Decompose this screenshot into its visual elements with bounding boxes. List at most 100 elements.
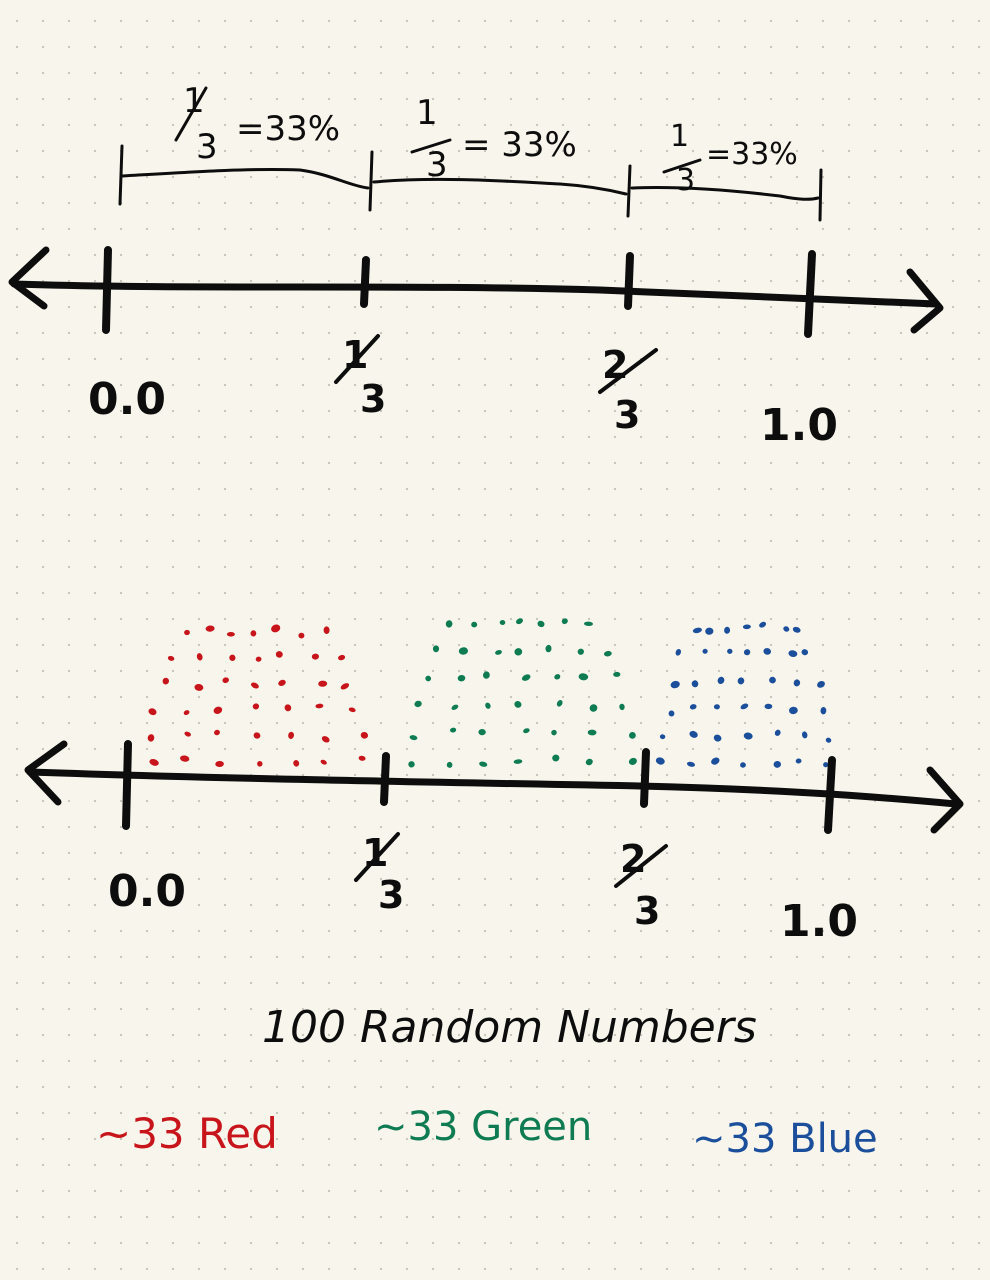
random-number-dot <box>577 648 584 655</box>
random-number-dot <box>315 703 324 709</box>
random-number-dot <box>495 649 502 655</box>
random-number-dot <box>213 706 223 714</box>
random-number-dot <box>271 624 281 633</box>
random-number-dot <box>478 728 486 736</box>
top-number-line-diagram: 1 3 =33% 1 3 = 33% 1 3 = <box>8 81 944 451</box>
random-number-dot <box>659 734 666 740</box>
tick-label-2-3: 2 3 <box>598 343 658 437</box>
right-arrowhead-icon <box>906 268 944 334</box>
random-number-dot <box>323 626 330 634</box>
random-number-dot <box>737 677 745 685</box>
tick-fraction-denominator: 3 <box>378 873 404 917</box>
random-number-dot <box>162 677 170 685</box>
fraction-slash <box>174 86 208 142</box>
fraction-bar <box>662 158 702 174</box>
top-bracket-segment-3: 1 3 =33% <box>626 119 823 222</box>
random-number-dot <box>451 704 459 711</box>
random-number-dot <box>229 654 236 661</box>
segment-fraction-denominator: 3 <box>676 163 695 198</box>
random-number-dot <box>446 761 453 768</box>
color-legend: ~33 Red ~33 Green ~33 Blue <box>96 1104 878 1162</box>
random-number-dot <box>458 647 468 655</box>
random-number-dot <box>149 758 159 766</box>
random-number-dot <box>471 621 478 628</box>
segment-label: 1 3 =33% <box>174 81 340 167</box>
random-number-dot <box>773 760 781 768</box>
red-dot-cluster <box>147 624 369 768</box>
tick-mark-1-3 <box>380 752 390 806</box>
tick-mark-1 <box>804 250 816 338</box>
tick-label-1-3: 1 3 <box>354 831 404 917</box>
tick-fraction-denominator: 3 <box>614 393 640 437</box>
tick-label-1-3: 1 3 <box>334 333 386 421</box>
random-number-dot <box>521 674 531 681</box>
random-number-dot <box>740 762 746 768</box>
right-arrowhead-icon <box>926 766 964 834</box>
random-number-dot <box>360 731 369 739</box>
tick-label-0: 0.0 <box>108 866 186 917</box>
tick-fraction-denominator: 3 <box>360 377 386 421</box>
random-number-dot <box>675 649 682 656</box>
tick-label-0: 0.0 <box>88 374 166 425</box>
legend-blue-count: ~33 Blue <box>692 1116 878 1162</box>
random-number-dot <box>820 707 827 715</box>
random-number-dot <box>515 618 524 625</box>
random-number-dot <box>763 648 771 655</box>
random-number-dot <box>578 673 589 681</box>
random-number-dot <box>585 758 593 766</box>
tick-mark-1-3 <box>360 256 370 308</box>
segment-fraction-numerator: 1 <box>670 119 689 154</box>
tick-mark-0 <box>122 740 132 830</box>
random-number-dot <box>450 727 457 733</box>
random-number-dot <box>318 680 328 687</box>
random-number-dot <box>589 704 598 712</box>
random-number-dot <box>194 683 204 691</box>
random-number-dot <box>759 621 767 628</box>
segment-fraction-numerator: 1 <box>416 93 438 133</box>
segment-label: 1 3 = 33% <box>410 93 577 185</box>
random-number-dot <box>340 683 350 690</box>
random-number-dot <box>414 700 422 708</box>
random-number-dot <box>691 680 699 688</box>
random-number-dot <box>514 701 522 708</box>
random-number-dot <box>801 731 808 739</box>
random-number-dot <box>482 671 490 679</box>
bracket-end-mark <box>818 168 823 222</box>
random-number-dot <box>783 626 790 632</box>
random-number-dot <box>425 675 432 682</box>
random-number-dot <box>604 650 612 657</box>
top-bracket-segment-1: 1 3 =33% <box>118 81 370 206</box>
bracket-end-mark <box>368 150 374 212</box>
green-dot-cluster <box>408 618 637 768</box>
random-number-dot <box>514 648 523 656</box>
random-number-dot <box>689 730 698 738</box>
random-number-dot <box>180 755 190 762</box>
bracket-end-mark <box>118 144 124 206</box>
random-number-dot <box>499 619 506 626</box>
random-number-dot <box>196 653 203 661</box>
random-number-dot <box>252 703 260 710</box>
random-number-dot <box>702 648 708 654</box>
left-arrowhead-icon <box>8 246 50 310</box>
random-number-dot <box>789 706 798 715</box>
random-number-dot <box>584 621 593 627</box>
legend-red-count: ~33 Red <box>96 1109 278 1158</box>
random-number-dot <box>561 618 568 625</box>
random-number-dot <box>655 757 665 765</box>
random-number-dot <box>713 734 722 742</box>
random-number-dot <box>705 627 714 635</box>
segment-fraction-numerator: 1 <box>183 81 205 121</box>
legend-green-count: ~33 Green <box>374 1104 592 1150</box>
random-number-dot <box>692 627 702 634</box>
random-number-dot <box>801 649 809 656</box>
random-number-dot <box>321 736 330 743</box>
random-number-dot <box>457 674 466 682</box>
random-number-dot <box>788 650 798 657</box>
random-number-dot <box>432 645 440 653</box>
random-number-dot <box>184 629 190 636</box>
tick-mark-2-3 <box>624 252 634 310</box>
left-arrowhead-icon <box>24 740 68 806</box>
random-number-dot <box>769 676 776 684</box>
bottom-number-line-diagram: 0.0 1 3 2 3 1.0 <box>24 618 964 947</box>
random-number-dot <box>255 656 262 662</box>
